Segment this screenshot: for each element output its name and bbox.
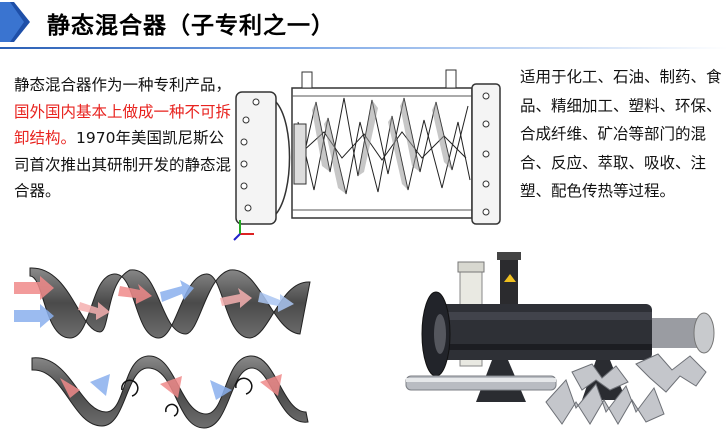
title-bar: 静态混合器（子专利之一）	[0, 0, 728, 49]
helical-flow-diagram	[10, 262, 320, 434]
intro-text: 静态混合器作为一种专利产品，	[14, 76, 232, 94]
intro-history: 1970年美国凯尼斯公司首次推出其研制开发的静态混合器。	[14, 129, 232, 200]
applications-paragraph: 适用于化工、石油、制药、食品、精细加工、塑料、环保、合成纤维、矿冶等部门的混合、…	[520, 68, 722, 200]
title-divider	[0, 47, 728, 49]
intro-paragraph: 静态混合器作为一种专利产品， 国外国内基本上做成一种不可拆卸结构。1970年美国凯…	[14, 72, 232, 205]
title-marker-icon	[0, 2, 30, 42]
page-title: 静态混合器（子专利之一）	[47, 13, 335, 39]
intro-highlight: 国外国内基本上做成一种不可拆卸结构。	[14, 102, 232, 148]
mixer-product-photo	[396, 252, 722, 436]
mixer-schematic-drawing	[232, 62, 512, 242]
